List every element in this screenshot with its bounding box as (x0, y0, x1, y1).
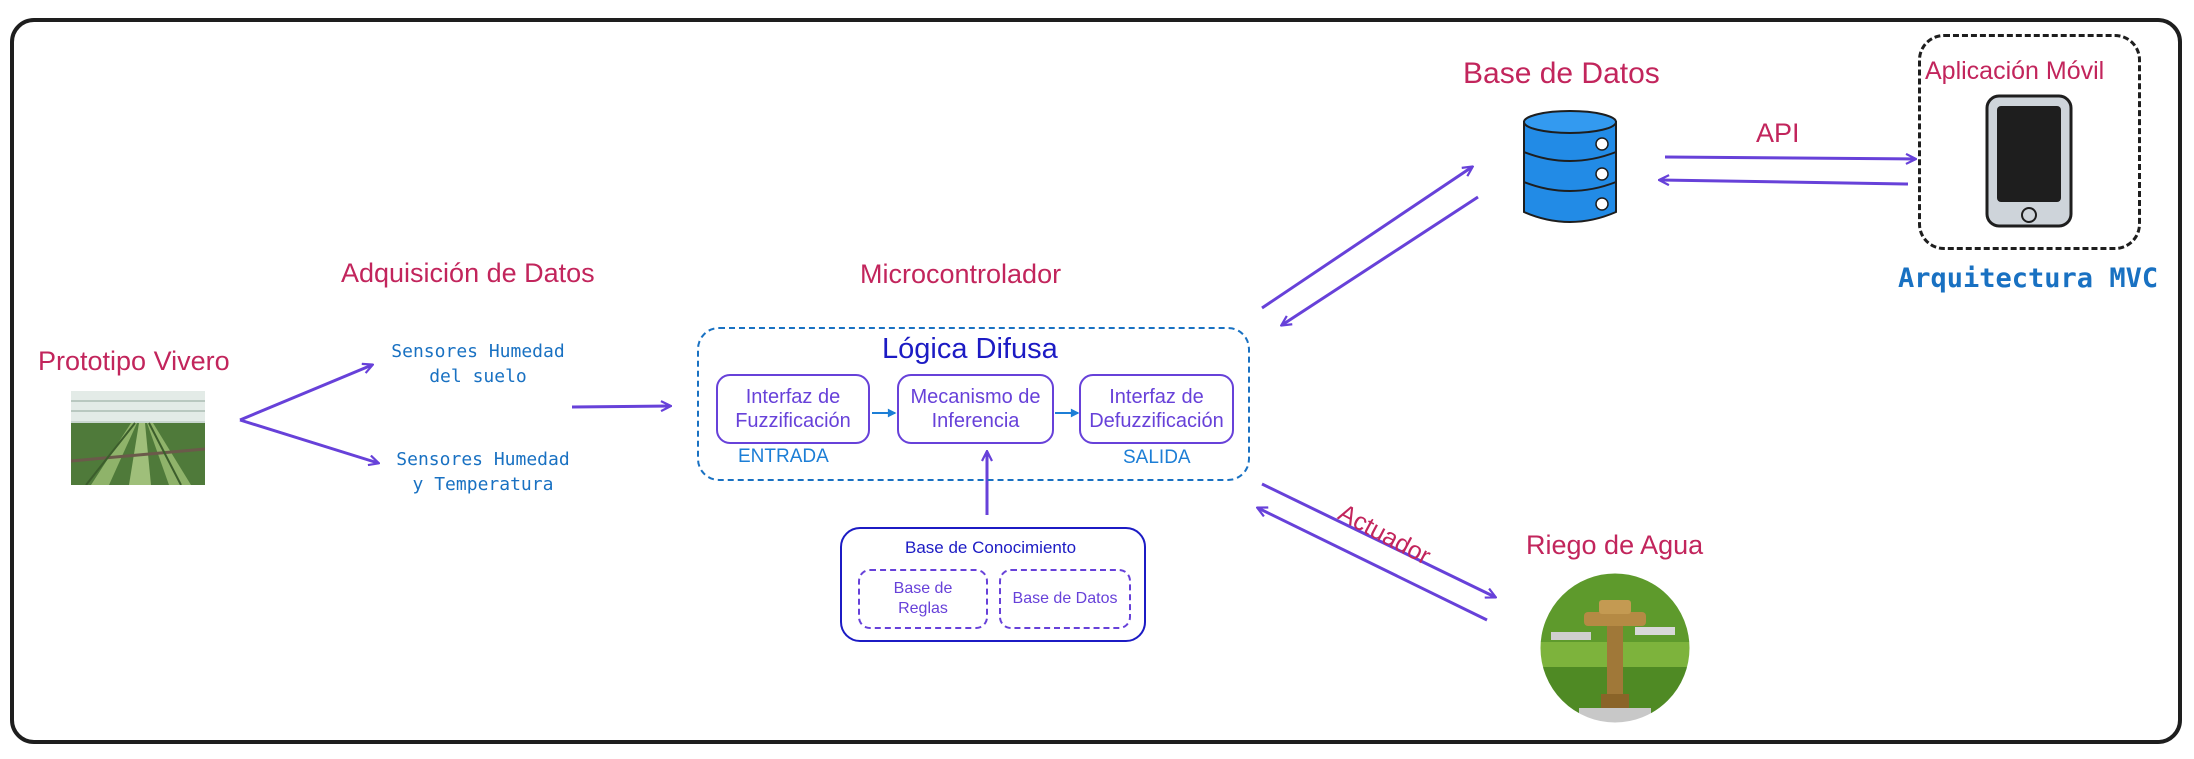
sensor-temp-line2: y Temperatura (412, 474, 554, 495)
micro-title: Microcontrolador (860, 259, 1062, 289)
arrow-app-to-db (1660, 180, 1909, 184)
sensor-soil-line2: del suelo (429, 366, 527, 387)
smartphone-icon (1985, 94, 2073, 228)
acquisition-title: Adquisición de Datos (341, 258, 595, 288)
rules-line1: Base de (893, 580, 953, 597)
rules-box: Base de Reglas (858, 569, 988, 629)
kb-database-box: Base de Datos (999, 569, 1131, 629)
sensor-soil: Sensores Humedad del suelo (383, 339, 573, 389)
prototype-title: Prototipo Vivero (38, 346, 230, 376)
arrow-micro-to-db (1261, 167, 1472, 310)
input-label: ENTRADA (738, 446, 829, 467)
fuzzification-line2: Fuzzificación (735, 410, 851, 432)
irrigation-title: Riego de Agua (1526, 530, 1704, 560)
arrow-db-to-app (1664, 157, 1915, 159)
greenhouse-photo (71, 391, 205, 485)
database-title: Base de Datos (1463, 57, 1660, 90)
api-label: API (1756, 118, 1800, 148)
knowledge-base-box (840, 527, 1146, 642)
inference-line1: Mecanismo de (910, 386, 1041, 408)
sensor-temp: Sensores Humedad y Temperatura (388, 447, 578, 497)
fuzzy-title: Lógica Difusa (882, 333, 1058, 365)
rules-line2: Reglas (898, 600, 948, 617)
arrow-db-to-micro (1282, 195, 1479, 325)
kb-database-label: Base de Datos (1012, 590, 1118, 607)
fuzzy-logic-container (697, 327, 1250, 481)
inference-line2: Inferencia (931, 410, 1020, 432)
arrow-to-sensor-temp (239, 418, 378, 463)
database-icon (1523, 110, 1617, 223)
defuzzification-line2: Defuzzificación (1089, 410, 1224, 432)
sprinkler-photo (1539, 572, 1691, 724)
diagram-frame (10, 18, 2182, 744)
defuzzification-line1: Interfaz de (1109, 386, 1204, 408)
arrow-irrigation-to-micro (1258, 508, 1488, 622)
sensor-soil-line1: Sensores Humedad (391, 341, 565, 362)
mobile-app-container (1918, 34, 2141, 250)
arrow-micro-to-irrigation (1261, 482, 1495, 597)
fuzzification-line1: Interfaz de (745, 386, 841, 408)
arrow-to-sensor-soil (239, 365, 372, 422)
architecture-label: Arquitectura MVC (1898, 263, 2159, 294)
mobile-title: Aplicación Móvil (1925, 57, 2105, 85)
arrow-to-micro (571, 406, 670, 407)
output-label: SALIDA (1123, 447, 1191, 468)
sensor-temp-line1: Sensores Humedad (396, 449, 570, 470)
knowledge-title: Base de Conocimiento (905, 538, 1077, 557)
